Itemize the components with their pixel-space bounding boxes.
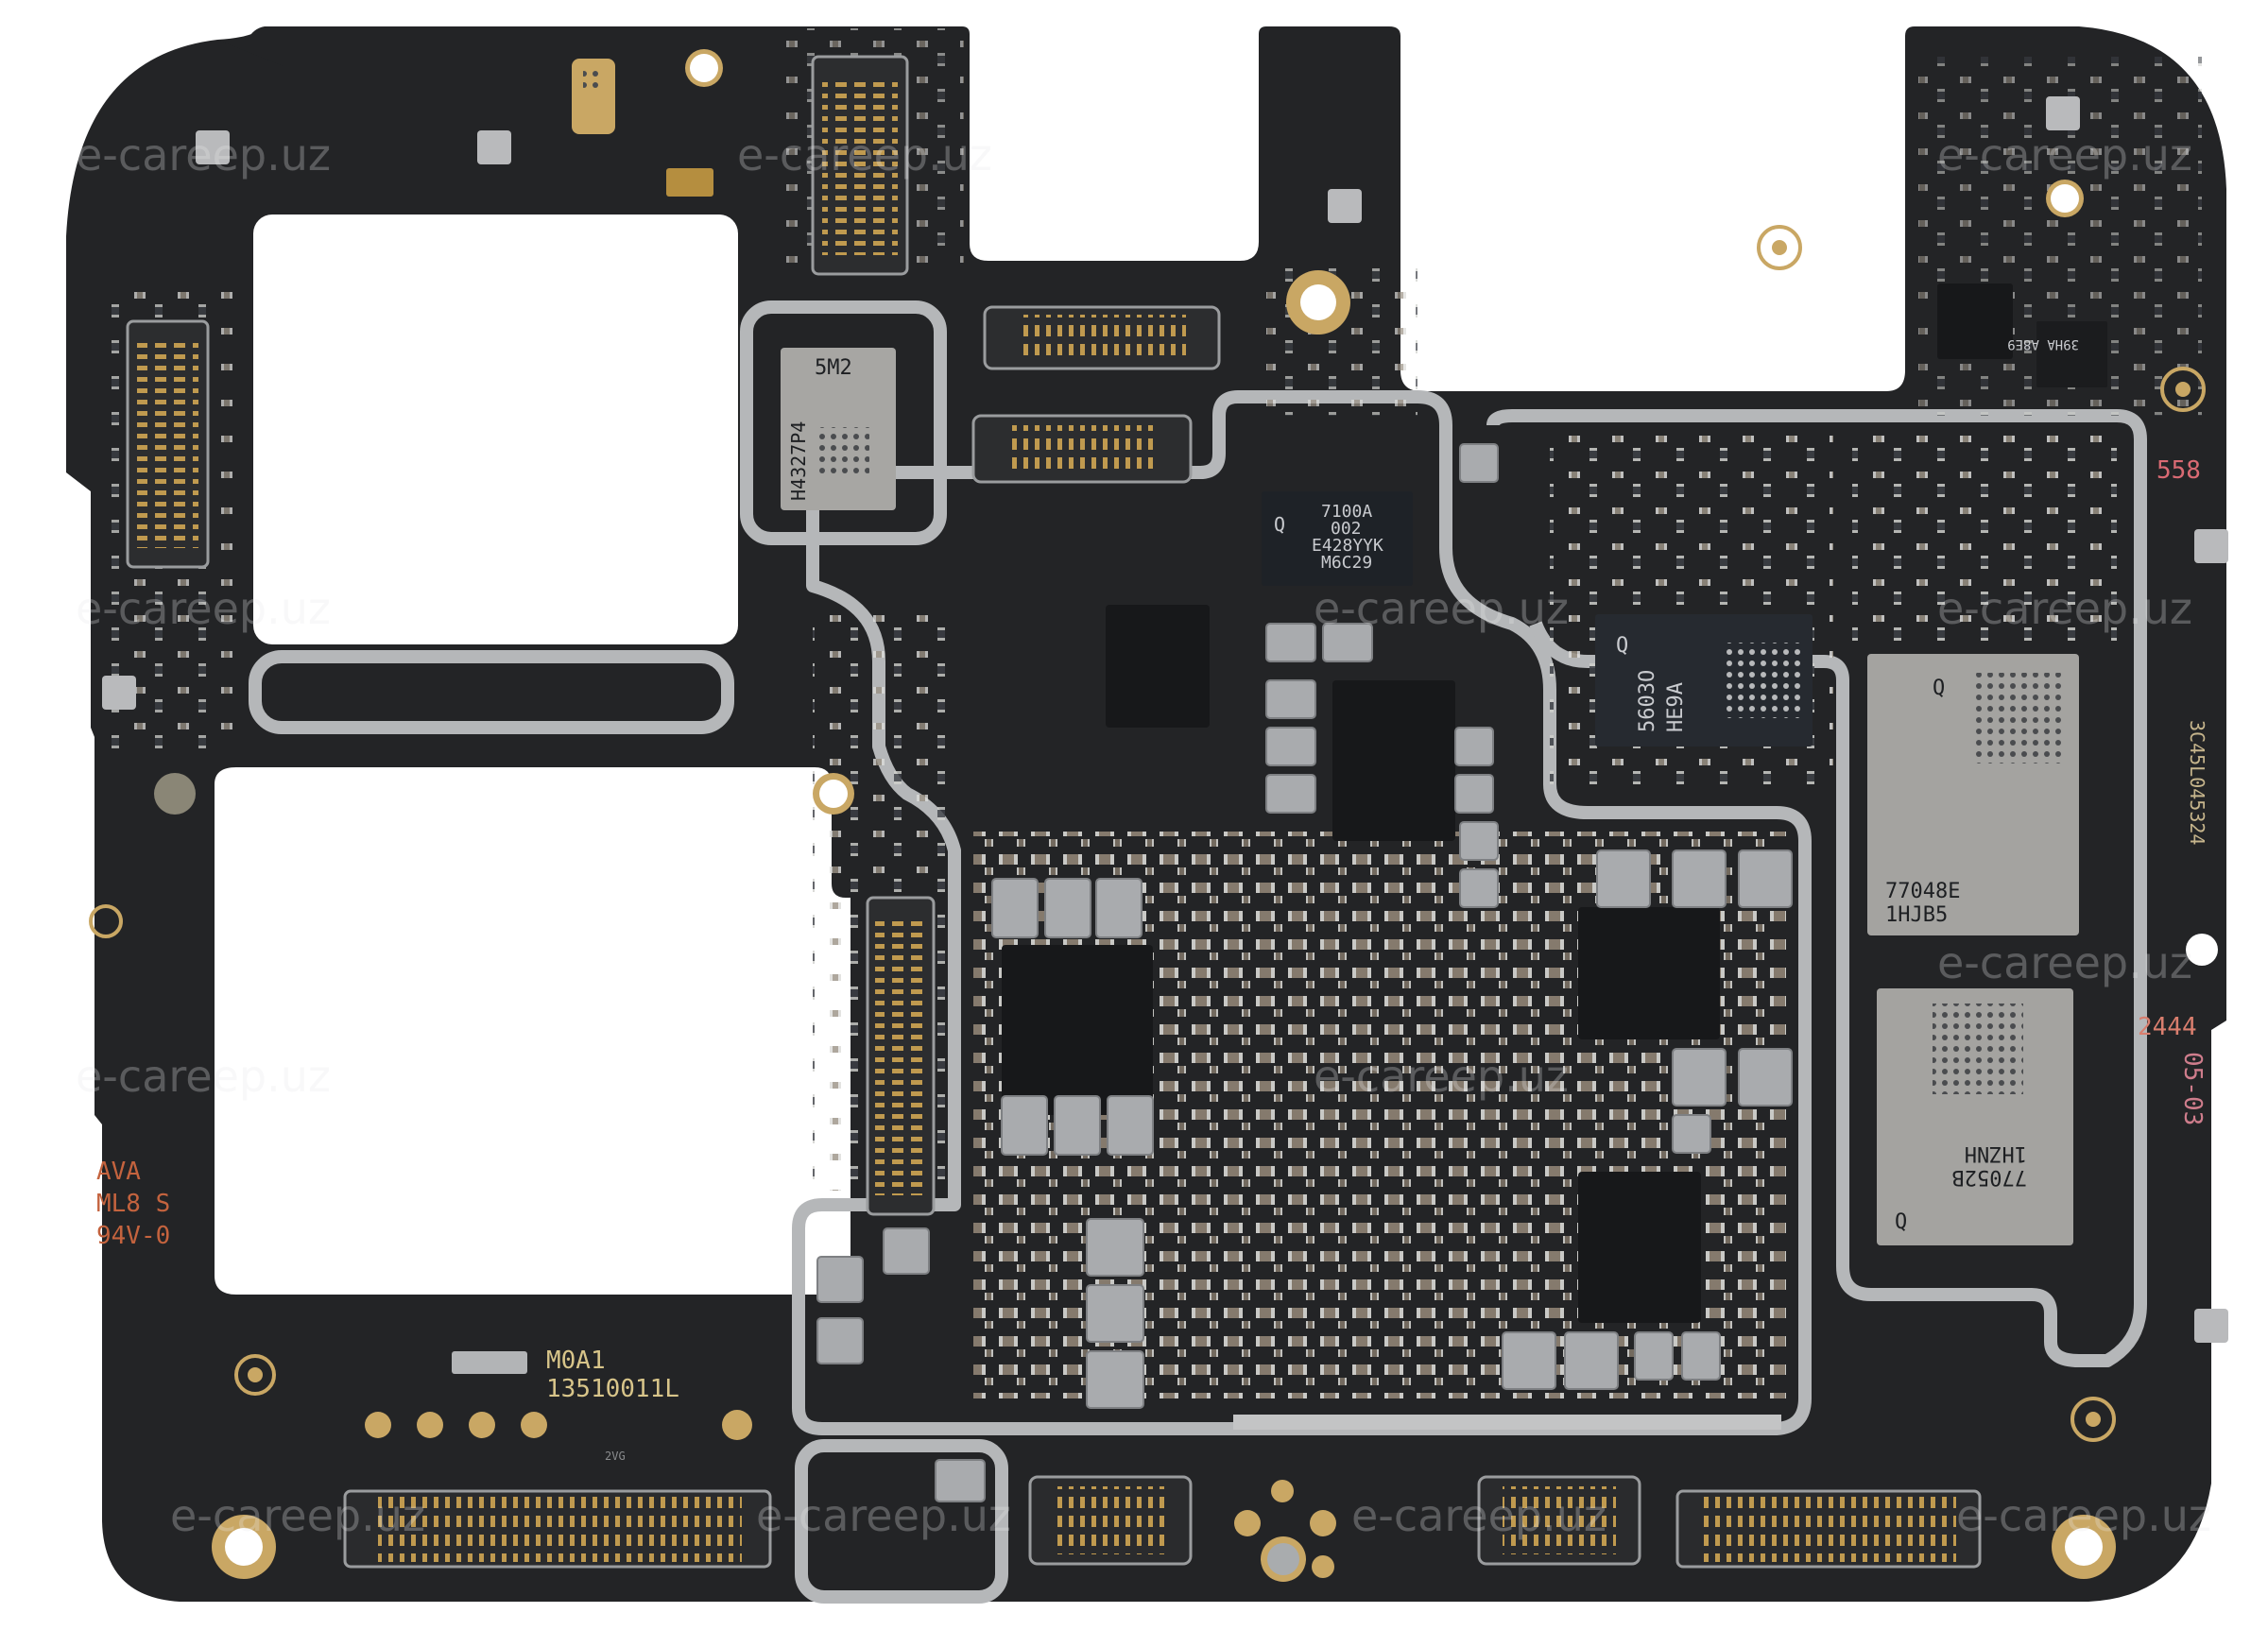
- bottom-battery-connector-2: [1477, 1475, 1641, 1566]
- ul-mark-line2: ML8 S: [96, 1190, 170, 1218]
- mid-fpc-connector: [866, 896, 936, 1216]
- watermark: e-careep.uz e-careep.uz e-careep.uz e-ca…: [76, 129, 2211, 1541]
- dark-ics: [1002, 283, 2013, 1323]
- microphone: [572, 59, 615, 134]
- ul-mark-line3: 94V-0: [96, 1222, 170, 1250]
- rf-upper-marking-line1: 77048E: [1885, 880, 1960, 903]
- pmic-chip: Q 7100A 002 E428YYK M6C29: [1262, 491, 1413, 586]
- shield-tops: [1233, 1415, 1781, 1430]
- pmic-marking-line3: E428YYK: [1312, 536, 1383, 556]
- ul-mark-line1: AVA: [96, 1158, 141, 1186]
- svg-text:39HA A8E9: 39HA A8E9: [2007, 336, 2079, 352]
- pmic-marking-line1: 7100A: [1321, 502, 1372, 522]
- svg-text:e-careep.uz: e-careep.uz: [737, 129, 992, 180]
- power-inductors: [816, 443, 1793, 1502]
- svg-text:e-careep.uz: e-careep.uz: [1351, 1490, 1606, 1541]
- svg-text:e-careep.uz: e-careep.uz: [756, 1490, 1011, 1541]
- camera-fpc-connector-lower: [971, 414, 1193, 484]
- rf-upper-marking-line2: 1HJB5: [1885, 903, 1948, 927]
- flash-marking-line1: 5M2: [815, 356, 852, 380]
- board-id-label: M0A1 13510011L: [452, 1347, 679, 1403]
- flash-marking-line2: H4327P4: [787, 421, 810, 501]
- flash-module-chip: 5M2 H4327P4: [781, 348, 896, 510]
- svg-text:e-careep.uz: e-careep.uz: [1314, 583, 1569, 634]
- svg-text:e-careep.uz: e-careep.uz: [1937, 129, 2192, 180]
- svg-text:e-careep.uz: e-careep.uz: [76, 129, 331, 180]
- ul-rating-mark: AVA ML8 S 94V-0: [96, 1158, 170, 1250]
- bottom-battery-connector-1: [1028, 1475, 1193, 1566]
- gold-pad-top: [666, 168, 713, 197]
- svg-text:e-careep.uz: e-careep.uz: [76, 583, 331, 634]
- rf-test-switches: [102, 96, 2228, 1343]
- pmic-logo: Q: [1274, 513, 1285, 536]
- board-id-line2: 13510011L: [546, 1375, 679, 1403]
- rf-logo: Q: [1616, 634, 1628, 658]
- date-code-line1: 2444: [2138, 1013, 2197, 1041]
- rf-lower-marking-line2: 1HZNH: [1965, 1141, 2027, 1165]
- rf-lower-logo: Q: [1895, 1210, 1907, 1234]
- camera-fpc-connector-upper: [983, 305, 1221, 370]
- right-edge-serial: 3C45L045324: [2186, 720, 2208, 845]
- rf-module-upper-chip: Q 77048E 1HJB5: [1867, 654, 2079, 935]
- svg-text:e-careep.uz: e-careep.uz: [1937, 583, 2192, 634]
- cutout-lower-left: [215, 767, 850, 1295]
- svg-text:2VG: 2VG: [605, 1450, 626, 1463]
- rf-lower-marking-line1: 77052B: [1952, 1165, 2027, 1189]
- date-code-line2: 05-03: [2178, 1052, 2207, 1125]
- mounting-holes: [212, 49, 2218, 1579]
- rf-marking-line1: 5603O: [1636, 670, 1659, 732]
- small-ic-top-right: 39HA A8E9: [2007, 321, 2107, 387]
- rf-coax-connectors: [89, 225, 2206, 1442]
- passive-components-field: [1852, 435, 2117, 643]
- svg-text:e-careep.uz: e-careep.uz: [76, 1051, 331, 1102]
- bottom-left-board-to-board-connector: [343, 1489, 772, 1569]
- gold-test-pads: [154, 773, 1336, 1582]
- rf-upper-logo: Q: [1933, 677, 1945, 700]
- svg-text:e-careep.uz: e-careep.uz: [1956, 1490, 2211, 1541]
- left-fpc-connector: [126, 319, 210, 569]
- svg-text:e-careep.uz: e-careep.uz: [170, 1490, 425, 1541]
- rf-transceiver-chip: Q 5603O HE9A: [1595, 614, 1813, 746]
- right-edge-code: 558: [2156, 456, 2201, 485]
- cutout-upper-left: [253, 214, 738, 644]
- top-fpc-connector: [811, 55, 909, 276]
- pmic-marking-line4: M6C29: [1321, 553, 1372, 573]
- bottom-right-board-to-board-connector: [1675, 1489, 1982, 1569]
- svg-text:e-careep.uz: e-careep.uz: [1937, 937, 2192, 988]
- svg-text:e-careep.uz: e-careep.uz: [1314, 1051, 1569, 1102]
- rf-marking-line2: HE9A: [1664, 682, 1688, 732]
- board-id-line1: M0A1: [546, 1347, 606, 1375]
- rf-module-lower-chip: 77052B 1HZNH Q: [1877, 988, 2073, 1245]
- pmic-marking-line2: 002: [1331, 519, 1362, 539]
